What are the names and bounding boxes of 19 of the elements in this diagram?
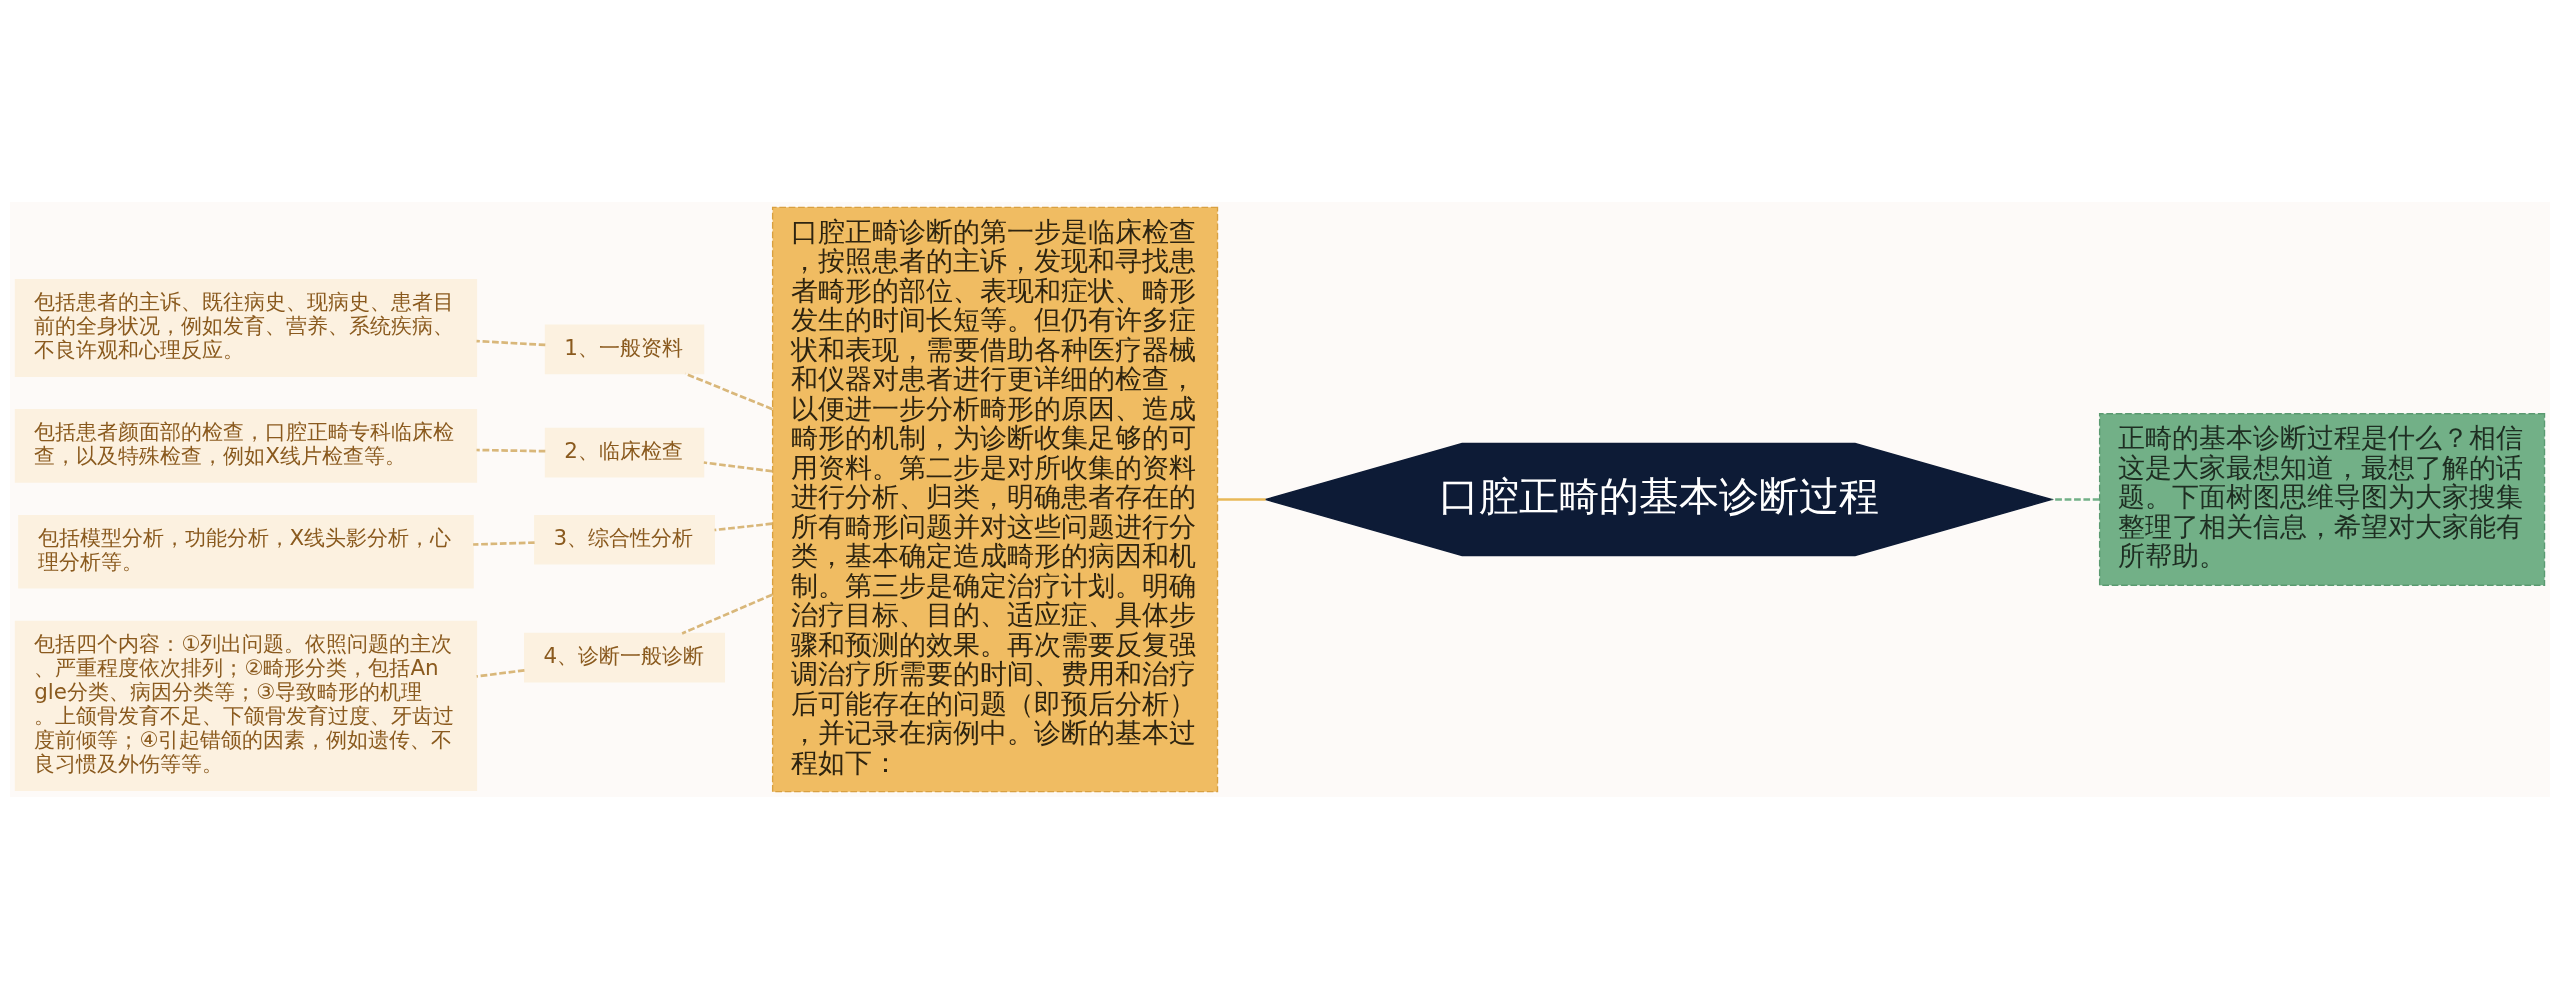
connector xyxy=(703,461,773,473)
node-box: 包括四个内容：①列出问题。依照问题的主次、严重程度依次排列；②畸形分类，包括Angle分类、病因分类等；③导致畸形的机理。上颌骨发育不足、下颌骨发育过度、牙齿过度前倾等；④引起错颌的因素，例如遗传、不良习惯及外伤等等。 xyxy=(14,620,478,791)
node-box: 1、一般资料 xyxy=(544,324,705,375)
connector xyxy=(714,522,773,532)
connector xyxy=(476,669,525,678)
connector xyxy=(1217,498,1266,501)
connector xyxy=(476,339,546,347)
node-box: 4、诊断一般诊断 xyxy=(524,632,726,683)
node-box: 2、临床检查 xyxy=(544,427,705,478)
connector xyxy=(476,448,546,453)
node-box: 包括患者的主诉、既往病史、现病史、患者目前的全身状况，例如发育、营养、系统疾病、不良许观和心理反应。 xyxy=(14,279,478,377)
connector xyxy=(684,372,773,411)
node-box: 包括模型分析，功能分析，X线头影分析，心理分析等。 xyxy=(18,514,474,589)
node-box: 3、综合性分析 xyxy=(534,514,715,565)
node-box: 口腔正畸诊断的第一步是临床检查，按照患者的主诉，发现和寻找患者畸形的部位、表现和症状、畸形发生的时间长短等。但仍有许多症状和表现，需要借助各种医疗器械和仪器对患者进行更详细的检查，以便进一步分析畸形的原因、造成畸形的机制，为诊断收集足够的可用资料。第二步是对所收集的资料进行分析、归类，明确患者存在的所有畸形问题并对这些问题进行分类，基本确定造成畸形的病因和机制。第三步是确定治疗计划。明确治疗目标、目的、适应症、具体步骤和预测的效果。再次需要反复强调治疗所需要的时间、费用和治疗后可能存在的问题（即预后分析），并记录在病例中。诊断的基本过程如下： xyxy=(771,206,1219,793)
node-box: 包括患者颜面部的检查，口腔正畸专科临床检查，以及特殊检查，例如X线片检查等。 xyxy=(14,409,478,483)
connector xyxy=(681,593,773,635)
connector xyxy=(473,541,535,546)
node-box: 正畸的基本诊断过程是什么？相信这是大家最想知道，最想了解的话题。下面树图思维导图为大家搜集整理了相关信息，希望对大家能有所帮助。 xyxy=(2098,413,2546,586)
